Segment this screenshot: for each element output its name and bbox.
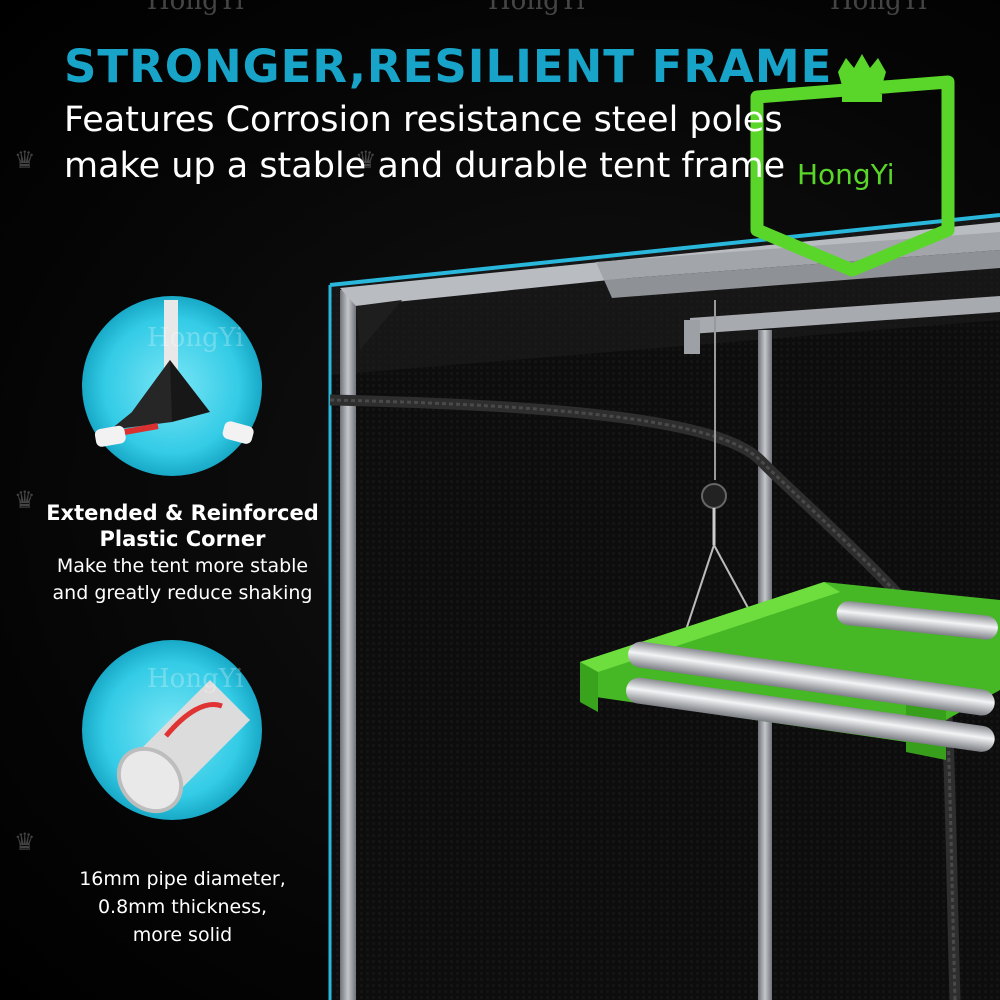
watermark-text: HongYi [830,0,927,16]
feature-corner-title-1: Extended & Reinforced [46,501,319,525]
watermark-text: HongYi [147,0,244,16]
crown-watermark-icon: ♛ [14,828,36,856]
feature-pipe-desc-1: 16mm pipe diameter, [79,868,286,890]
brand-logo-text: HongYi [797,158,895,191]
pipe-detail-image [82,640,262,820]
front-pole [340,290,356,1000]
subtitle-line-1: Features Corrosion resistance steel pole… [64,100,783,140]
watermark-text: HongYi [147,664,244,694]
crown-watermark-icon: ♛ [14,486,36,514]
feature-corner-desc-2: and greatly reduce shaking [52,582,313,604]
feature-corner-title-2: Plastic Corner [99,527,266,551]
page-title: STRONGER,RESILIENT FRAME [64,40,833,93]
grow-light [580,582,1000,760]
feature-corner-desc-1: Make the tent more stable [56,555,309,577]
watermark-text: HongYi [488,0,585,16]
feature-pipe-desc-2: 0.8mm thickness, [97,896,268,918]
subtitle-line-2: make up a stable and durable tent frame [64,146,786,186]
brand-logo [750,54,955,277]
feature-pipe-desc-3: more solid [132,924,233,946]
corner-detail-image [82,296,262,476]
watermark-text: HongYi [147,323,244,353]
crown-watermark-icon: ♛ [355,146,377,174]
crown-logo-icon [838,54,886,92]
rope-ratchet-icon [701,483,727,509]
crown-watermark-icon: ♛ [14,146,36,174]
